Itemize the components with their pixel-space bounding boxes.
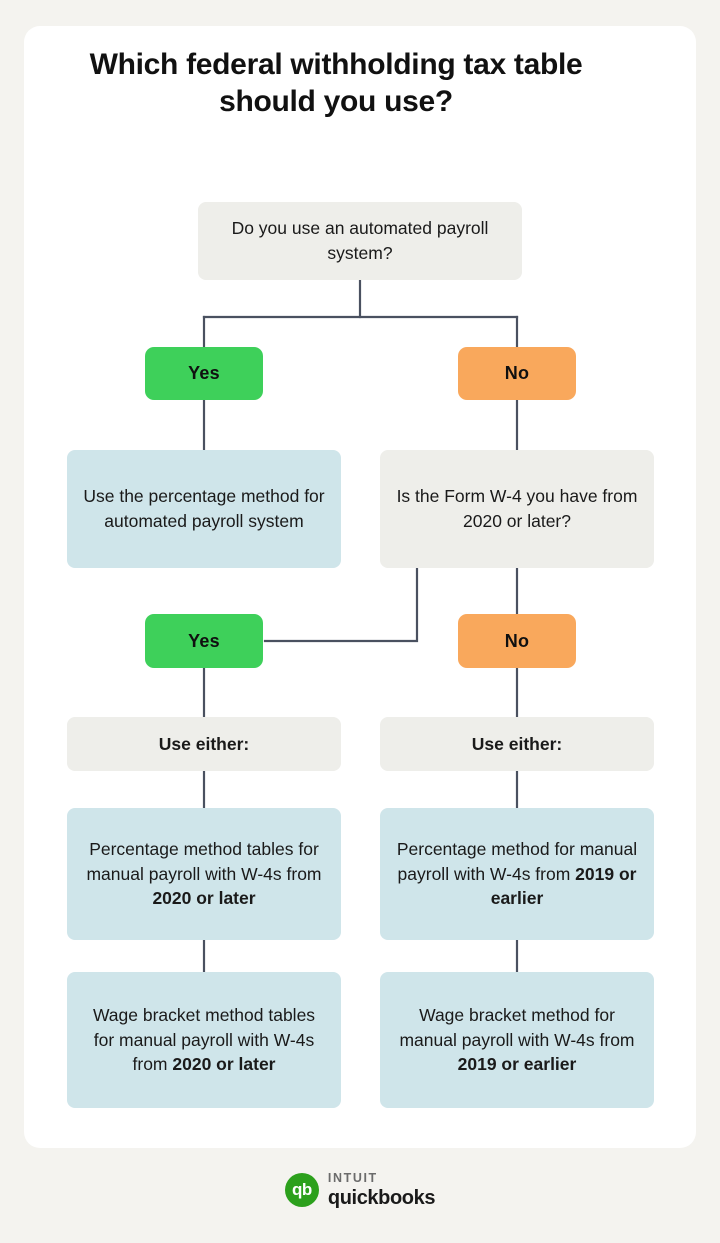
node-right-percentage-text: Percentage method for manual payroll wit… (394, 837, 640, 912)
branch-yes-automated-label: Yes (188, 363, 220, 383)
branch-yes-automated[interactable]: Yes (145, 347, 263, 400)
brand-logo-text: INTUIT quickbooks (327, 1171, 436, 1209)
node-right-wage-bracket-text: Wage bracket method for manual payroll w… (394, 1003, 640, 1078)
branch-no-w4-2020[interactable]: No (458, 614, 576, 668)
node-left-wage-bracket-tables: Wage bracket method tables for manual pa… (67, 972, 341, 1108)
branch-no-w4-2020-label: No (504, 630, 530, 651)
node-right-wage-bracket: Wage bracket method for manual payroll w… (380, 972, 654, 1108)
node-left-percentage-tables-lead: Percentage method tables for manual payr… (86, 838, 322, 884)
node-automated-percentage-result-label: Use the percentage method for automated … (83, 486, 325, 531)
page-title: Which federal withholding tax table shou… (89, 48, 583, 119)
brand-logo: qb INTUIT quickbooks (0, 1172, 720, 1208)
node-left-percentage-tables-text: Percentage method tables for manual payr… (81, 837, 327, 912)
node-automated-percentage-result: Use the percentage method for automated … (67, 450, 341, 568)
node-root-question-label: Do you use an automated payroll system? (231, 218, 489, 263)
node-left-percentage-tables-strong: 2020 or later (152, 888, 256, 909)
node-use-either-left-label: Use either: (158, 733, 250, 754)
node-left-wage-bracket-tables-text: Wage bracket method tables for manual pa… (81, 1003, 327, 1078)
node-left-percentage-tables: Percentage method tables for manual payr… (67, 808, 341, 940)
node-right-percentage: Percentage method for manual payroll wit… (380, 808, 654, 940)
node-w4-year-question: Is the Form W-4 you have from 2020 or la… (380, 450, 654, 568)
brand-name-intuit: INTUIT (327, 1171, 378, 1185)
node-use-either-right: Use either: (380, 717, 654, 771)
brand-name-quickbooks: quickbooks (327, 1186, 436, 1209)
node-w4-year-question-label: Is the Form W-4 you have from 2020 or la… (396, 486, 638, 531)
quickbooks-circle-icon: qb (284, 1172, 319, 1207)
node-right-percentage-lead: Percentage method for manual payroll wit… (396, 838, 638, 884)
branch-yes-w4-2020[interactable]: Yes (145, 614, 263, 668)
node-left-wage-bracket-tables-strong: 2020 or later (172, 1054, 276, 1075)
branch-no-automated[interactable]: No (458, 347, 576, 400)
node-right-wage-bracket-lead: Wage bracket method for manual payroll w… (399, 1004, 635, 1050)
node-use-either-left: Use either: (67, 717, 341, 771)
node-use-either-right-label: Use either: (471, 733, 563, 754)
branch-yes-w4-2020-label: Yes (188, 630, 220, 651)
branch-no-automated-label: No (504, 363, 530, 383)
node-left-wage-bracket-tables-lead: Wage bracket method tables for manual pa… (92, 1004, 316, 1075)
node-right-wage-bracket-strong: 2019 or earlier (457, 1054, 577, 1075)
node-root-question: Do you use an automated payroll system? (198, 202, 522, 280)
node-right-percentage-strong: 2019 or earlier (490, 863, 637, 909)
